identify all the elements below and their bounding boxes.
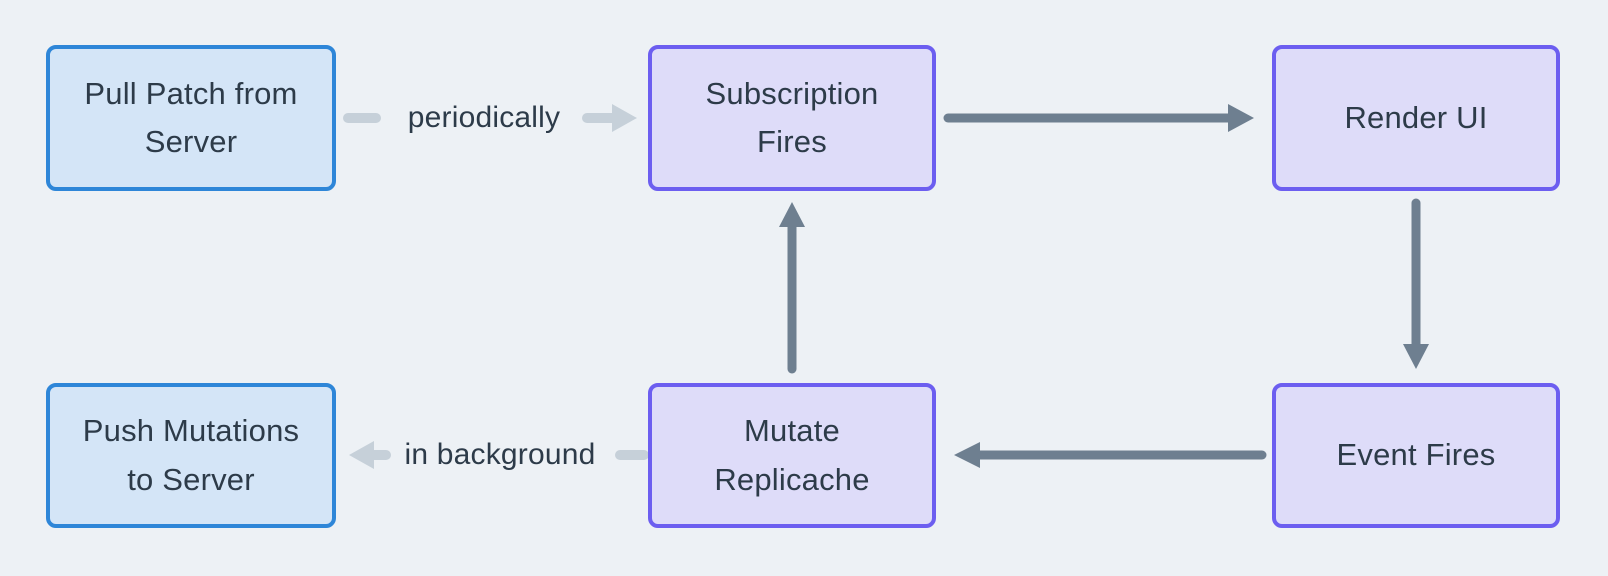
node-mutate-replicache: Mutate Replicache xyxy=(648,383,936,528)
node-label: Render UI xyxy=(1344,99,1488,135)
arrow-render-to-event-head xyxy=(1403,344,1429,369)
node-label: Push Mutations to Server xyxy=(82,413,300,497)
arrow-mutate-to-subscription-head xyxy=(779,202,805,227)
arrow-event-to-mutate-head xyxy=(954,442,980,468)
node-label: Event Fires xyxy=(1336,437,1496,473)
node-label: Subscription Fires xyxy=(705,75,879,159)
node-subscription-fires: Subscription Fires xyxy=(648,45,936,191)
arrow-periodically-head xyxy=(612,104,637,132)
node-render-ui: Render UI xyxy=(1272,45,1560,191)
arrow-subscription-to-render-head xyxy=(1228,104,1254,132)
edge-label-in-background: in background xyxy=(404,438,596,471)
arrow-in-background-head xyxy=(349,441,374,469)
node-push-mutations-to-server: Push Mutations to Server xyxy=(46,383,336,528)
node-event-fires: Event Fires xyxy=(1272,383,1560,528)
edge-label-periodically: periodically xyxy=(407,101,561,134)
node-label: Mutate Replicache xyxy=(714,413,870,497)
node-pull-patch-from-server: Pull Patch from Server xyxy=(46,45,336,191)
node-label: Pull Patch from Server xyxy=(84,75,298,159)
